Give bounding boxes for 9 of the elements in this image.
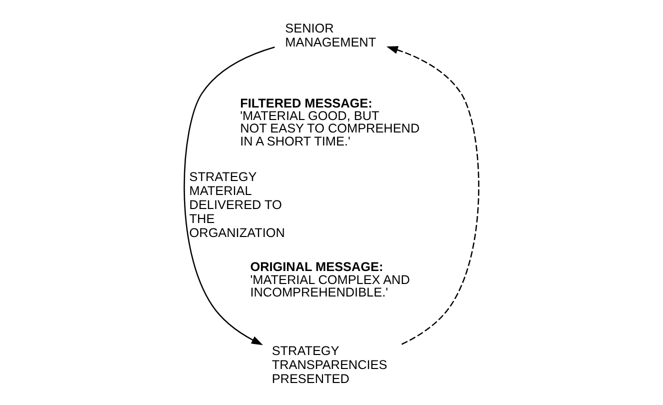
label: FILTERED MESSAGE: <box>240 96 372 110</box>
label: 'MATERIAL COMPLEX AND INCOMPREHENDIBLE.' <box>250 272 410 300</box>
arrow <box>386 46 480 345</box>
node-text: STRATEGY TRANSPARENCIES PRESENTED <box>272 344 388 386</box>
label: ORIGINAL MESSAGE: <box>250 260 384 274</box>
arrow <box>184 46 275 346</box>
node-text: SENIOR MANAGEMENT <box>285 21 376 50</box>
label: 'MATERIAL GOOD, BUT NOT EASY TO COMPREHEND IN A SHORT TIME.' <box>240 108 420 148</box>
edge-label: STRATEGY MATERIAL DELIVERED TO THE ORGANIZATION <box>189 170 285 240</box>
